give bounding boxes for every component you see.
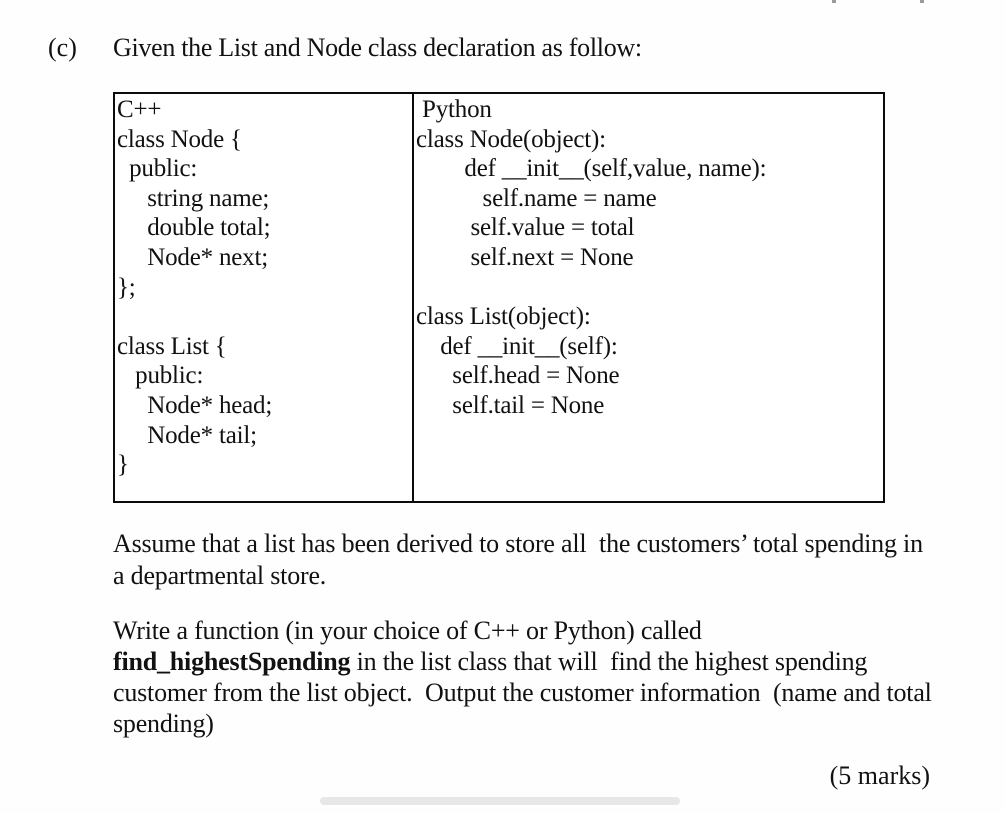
python-code-line bbox=[416, 273, 883, 303]
horizontal-scrollbar-thumb[interactable] bbox=[320, 797, 680, 805]
cpp-code-line: }; bbox=[117, 273, 136, 301]
cpp-code-line: class List { bbox=[117, 332, 227, 360]
paragraph-line-rest: in the list class that will find the hig… bbox=[350, 647, 868, 676]
code-declaration-table: C++ class Node { public: string name; do… bbox=[113, 92, 885, 503]
python-code-line: Python bbox=[416, 96, 492, 123]
cpp-code-line: class Node { bbox=[117, 125, 242, 153]
scan-artifact bbox=[832, 0, 836, 3]
question-part-label: (c) bbox=[48, 33, 77, 62]
cpp-code-line bbox=[117, 302, 412, 332]
cpp-code-line: public: bbox=[117, 155, 198, 183]
cpp-code-line: public: bbox=[117, 362, 204, 390]
paragraph-line: spending) bbox=[113, 709, 214, 738]
cpp-code-line: string name; bbox=[117, 184, 270, 212]
function-name-bold: find_highestSpending bbox=[113, 647, 351, 676]
paragraph-line: find_highestSpending in the list class t… bbox=[113, 646, 932, 677]
marks-allocation: (5 marks) bbox=[829, 761, 930, 790]
cpp-code-line: C++ bbox=[117, 96, 162, 123]
cpp-code-cell: C++ class Node { public: string name; do… bbox=[115, 94, 414, 501]
python-code-line: def __init__(self): bbox=[416, 332, 618, 360]
python-code-line: def __init__(self,value, name): bbox=[416, 155, 767, 183]
question-prompt-text: Given the List and Node class declaratio… bbox=[113, 33, 642, 62]
python-code-line: self.tail = None bbox=[416, 391, 605, 419]
task-paragraph: Write a function (in your choice of C++ … bbox=[113, 615, 932, 739]
python-code-line: class List(object): bbox=[416, 303, 591, 331]
cpp-code-line: double total; bbox=[117, 214, 271, 242]
python-code-line: self.name = name bbox=[416, 184, 657, 212]
python-code-line: self.head = None bbox=[416, 362, 620, 390]
assumption-paragraph: Assume that a list has been derived to s… bbox=[113, 528, 923, 592]
cpp-code-line: } bbox=[117, 451, 129, 479]
python-code-line: class Node(object): bbox=[416, 125, 606, 153]
cpp-code-line: Node* tail; bbox=[117, 421, 257, 449]
paragraph-line: Write a function (in your choice of C++ … bbox=[113, 616, 702, 645]
cpp-code-line: Node* next; bbox=[117, 243, 268, 271]
paragraph-line: Assume that a list has been derived to s… bbox=[113, 529, 923, 558]
python-code-line: self.value = total bbox=[416, 214, 635, 242]
cpp-code-line: Node* head; bbox=[117, 391, 273, 419]
paragraph-line: a departmental store. bbox=[113, 561, 327, 590]
scan-artifact bbox=[920, 0, 924, 3]
python-code-cell: Python class Node(object): def __init__(… bbox=[414, 94, 883, 501]
python-code-line: self.next = None bbox=[416, 243, 634, 271]
paragraph-line: customer from the list object. Output th… bbox=[113, 678, 932, 707]
